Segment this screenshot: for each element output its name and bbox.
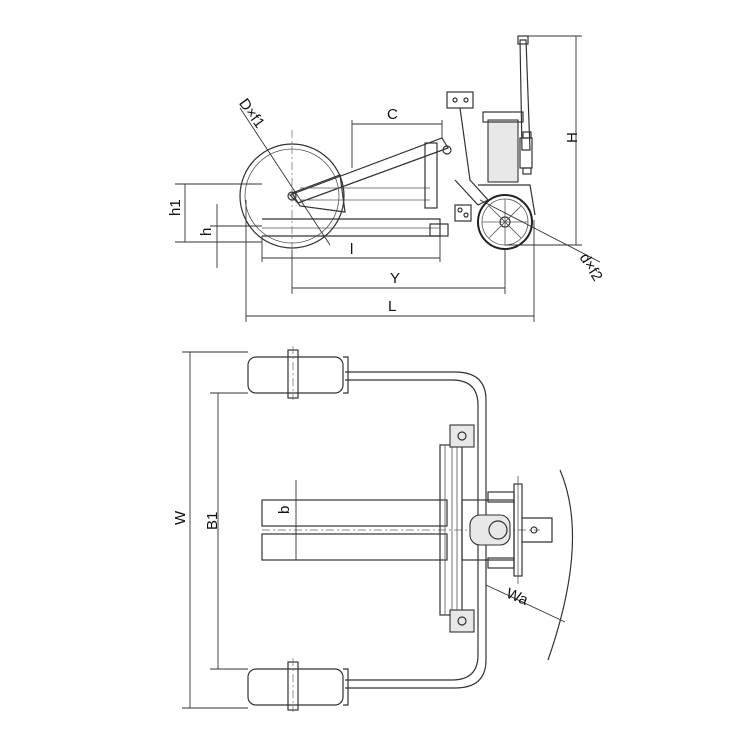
label-Dxf1: D×f1 [235,96,268,132]
dim-Wa-line [485,584,566,623]
label-dxf2: d×f2 [576,250,606,284]
dim-Dxf1-leader [239,107,331,246]
label-C: C [387,106,398,123]
label-h: h [198,228,215,236]
label-h1: h1 [167,199,184,216]
label-B1: B1 [204,512,221,530]
dim-dxf2-leader [479,199,601,263]
label-Y: Y [390,270,400,287]
fork-upper [261,499,448,527]
bottom-load-wheel [247,668,344,706]
label-b: b [276,506,293,514]
top-view: W B1 b Wa [172,346,574,712]
label-W: W [172,510,189,525]
handle [519,39,531,151]
label-Wa: Wa [504,585,531,609]
label-L: L [388,298,396,315]
hydraulic-pump [424,142,438,209]
top-load-wheel [247,356,344,394]
label-l: l [350,241,353,258]
lift-linkage [288,137,449,204]
steering-arc [547,469,574,661]
frame-arc [345,371,487,689]
fork-beam [262,218,441,237]
fork-lower [261,533,448,561]
side-view: C H D×f1 d×f2 h1 h l Y L [167,35,606,322]
label-H: H [564,132,581,143]
